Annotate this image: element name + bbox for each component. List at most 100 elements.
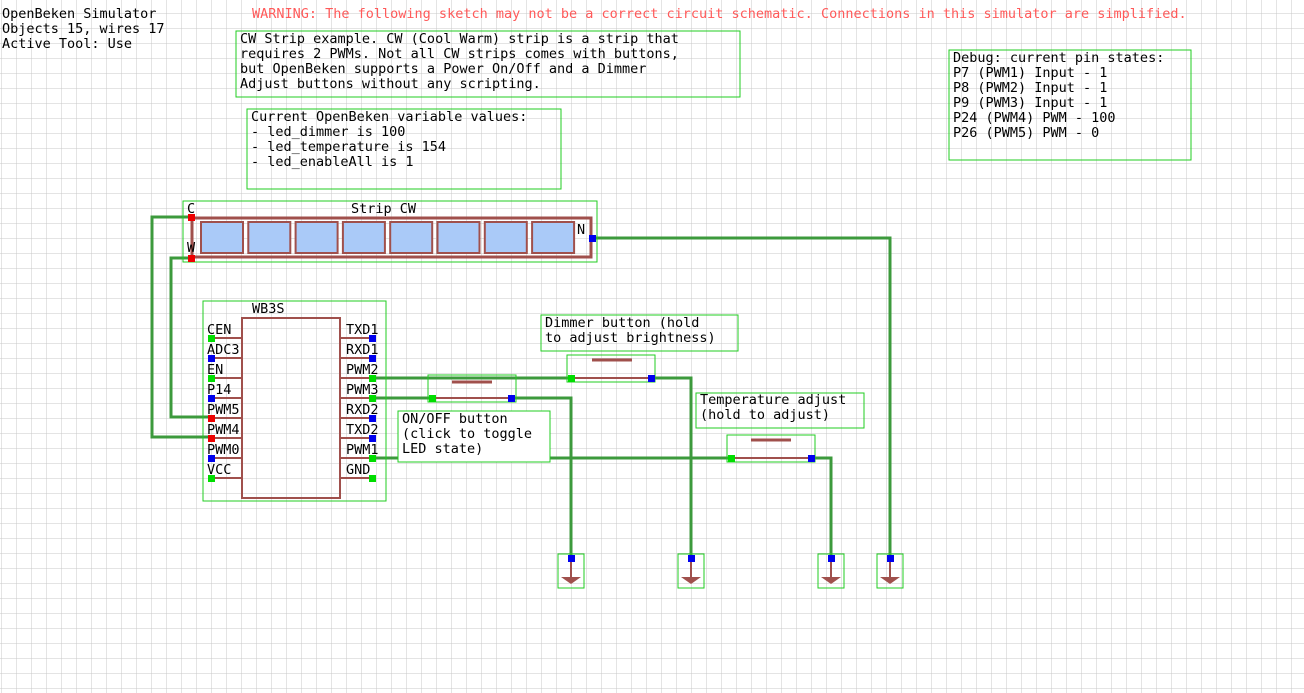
ground-symbol[interactable]: [876, 553, 904, 589]
chip-pin-pwm3[interactable]: [369, 395, 376, 402]
led-cell: [389, 221, 434, 254]
chip-pin-label: GND: [346, 462, 370, 478]
chip-pin-label: PWM1: [346, 442, 379, 458]
strip-pin-w-label: W: [187, 240, 196, 256]
ground-pin[interactable]: [887, 555, 894, 562]
chip-pin-pwm0[interactable]: [208, 455, 215, 462]
temperature-button[interactable]: Temperature adjust (hold to adjust): [695, 392, 865, 463]
ground-symbol[interactable]: [677, 553, 705, 589]
debug-line: P24 (PWM4) PWM - 100: [953, 110, 1116, 126]
wb3s-module[interactable]: WB3S CENADC3ENP14PWM5PWM4PWM0VCCTXD1RXD1…: [202, 300, 387, 502]
dimmer-label-line: Dimmer button (hold: [545, 315, 699, 331]
grounds: [557, 553, 904, 589]
strip-pin-c[interactable]: [188, 214, 195, 221]
chip-pin-label: TXD1: [346, 322, 379, 338]
temp-pin-b[interactable]: [808, 455, 815, 462]
chip-pin-label: PWM3: [346, 382, 379, 398]
chip-pin-label: PWM4: [207, 422, 240, 438]
dimmer-pin-b[interactable]: [648, 375, 655, 382]
chip-pin-pwm5[interactable]: [208, 415, 215, 422]
debug-line: P8 (PWM2) Input - 1: [953, 80, 1107, 96]
chip-pin-label: ADC3: [207, 342, 240, 358]
chip-pin-txd1[interactable]: [369, 335, 376, 342]
ground-pin[interactable]: [688, 555, 695, 562]
chip-pin-label: PWM0: [207, 442, 240, 458]
variables-line: - led_temperature is 154: [251, 139, 446, 155]
led-cell: [247, 221, 292, 254]
chip-pin-en[interactable]: [208, 375, 215, 382]
dimmer-label-line: to adjust brightness): [545, 330, 716, 346]
chip-pin-pwm1[interactable]: [369, 455, 376, 462]
chip-pin-cen[interactable]: [208, 335, 215, 342]
temp-label-line: (hold to adjust): [700, 407, 830, 423]
debug-line: P7 (PWM1) Input - 1: [953, 65, 1107, 81]
chip-pin-pwm4[interactable]: [208, 435, 215, 442]
chip-pin-label: TXD2: [346, 422, 379, 438]
dimmer-button[interactable]: Dimmer button (hold to adjust brightness…: [540, 314, 739, 383]
strip-pin-n[interactable]: [589, 235, 596, 242]
warning-text: WARNING: The following sketch may not be…: [252, 6, 1187, 22]
ground-pin[interactable]: [828, 555, 835, 562]
chip-pin-label: RXD1: [346, 342, 379, 358]
description-note[interactable]: CW Strip example. CW (Cool Warm) strip i…: [235, 30, 741, 98]
strip-pin-w[interactable]: [188, 255, 195, 262]
chip-pin-p14[interactable]: [208, 395, 215, 402]
temp-label-line: Temperature adjust: [700, 392, 846, 408]
chip-pin-rxd1[interactable]: [369, 355, 376, 362]
active-tool: Active Tool: Use: [2, 36, 132, 52]
chip-pin-pwm2[interactable]: [369, 375, 376, 382]
debug-line: Debug: current pin states:: [953, 50, 1164, 66]
chip-pin-adc3[interactable]: [208, 355, 215, 362]
wire-temp-ground: [811, 456, 833, 558]
chip-pin-label: RXD2: [346, 402, 379, 418]
chip-pin-gnd[interactable]: [369, 475, 376, 482]
onoff-pin-b[interactable]: [508, 395, 515, 402]
chip-pin-label: EN: [207, 362, 223, 378]
description-line: requires 2 PWMs. Not all CW strips comes…: [240, 46, 679, 62]
variables-note[interactable]: Current OpenBeken variable values: - led…: [246, 108, 562, 190]
led-cell: [294, 221, 339, 254]
app-title: OpenBeken Simulator: [2, 6, 156, 22]
led-cell: [200, 221, 244, 254]
chip-pin-label: PWM2: [346, 362, 379, 378]
onoff-label-line: (click to toggle: [402, 426, 532, 442]
chip-pin-vcc[interactable]: [208, 475, 215, 482]
onoff-label-line: ON/OFF button: [402, 411, 508, 427]
description-line: but OpenBeken supports a Power On/Off an…: [240, 61, 646, 77]
description-line: Adjust buttons without any scripting.: [240, 76, 541, 92]
onoff-button[interactable]: ON/OFF button (click to toggle LED state…: [397, 374, 551, 463]
chip-pin-rxd2[interactable]: [369, 415, 376, 422]
ground-symbol[interactable]: [817, 553, 845, 589]
wire-dimmer-ground: [651, 376, 693, 558]
variables-line: - led_enableAll is 1: [251, 154, 414, 170]
onoff-label-line: LED state): [402, 441, 483, 457]
variables-line: Current OpenBeken variable values:: [251, 109, 527, 125]
chip-pin-txd2[interactable]: [369, 435, 376, 442]
onoff-pin-a[interactable]: [429, 395, 436, 402]
chip-pin-label: CEN: [207, 322, 231, 338]
wire-c-pwm4: [150, 215, 212, 439]
debug-pin-states[interactable]: Debug: current pin states: P7 (PWM1) Inp…: [948, 49, 1192, 161]
temp-pin-a[interactable]: [728, 455, 735, 462]
ground-pin[interactable]: [568, 555, 575, 562]
variables-line: - led_dimmer is 100: [251, 124, 405, 140]
led-cell: [483, 221, 528, 254]
led-cells: [200, 221, 576, 254]
description-line: CW Strip example. CW (Cool Warm) strip i…: [240, 31, 679, 47]
strip-pin-n-label: N: [577, 222, 585, 238]
wire-n-ground: [592, 236, 892, 558]
ground-symbol[interactable]: [557, 553, 585, 589]
debug-line: P9 (PWM3) Input - 1: [953, 95, 1107, 111]
led-cell: [436, 221, 481, 254]
wire-onoff-ground: [511, 396, 573, 558]
chip-title: WB3S: [252, 301, 285, 317]
led-strip-cw[interactable]: Strip CW C W N: [182, 200, 598, 263]
led-cell: [341, 221, 386, 254]
debug-line: P26 (PWM5) PWM - 0: [953, 125, 1099, 141]
strip-title: Strip CW: [351, 201, 417, 217]
object-stats: Objects 15, wires 17: [2, 21, 165, 37]
wire-w-pwm5: [169, 256, 212, 419]
dimmer-pin-a[interactable]: [568, 375, 575, 382]
